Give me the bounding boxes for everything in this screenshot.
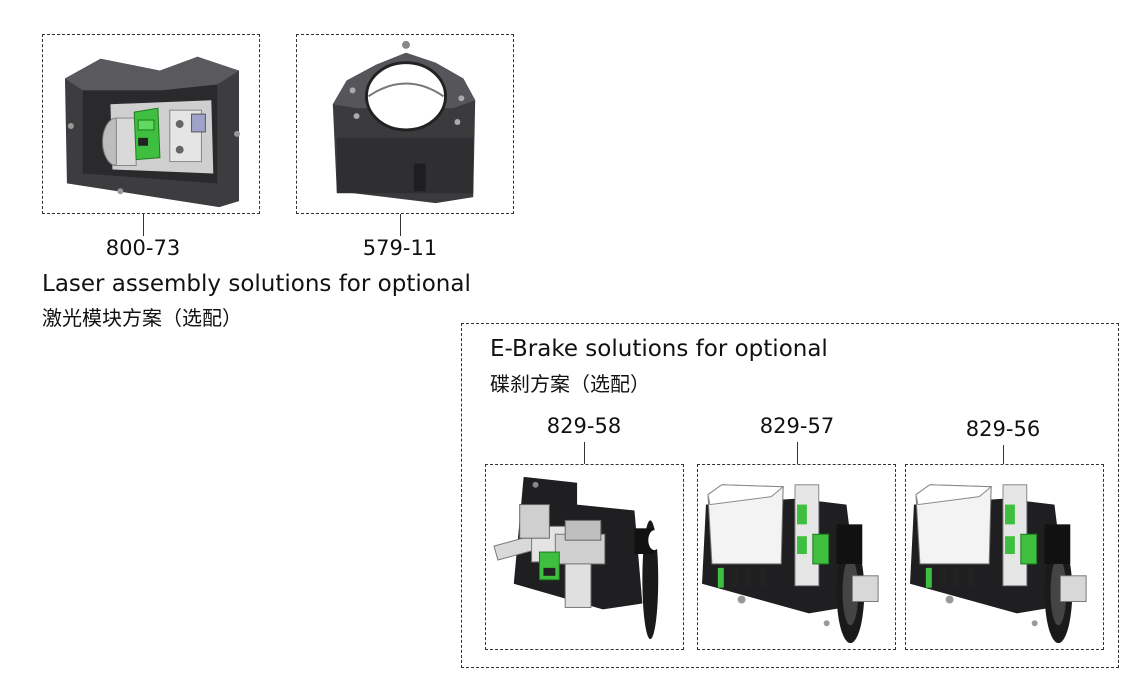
e-brake-assembly-icon xyxy=(910,484,1087,644)
laser-module-housing-icon xyxy=(64,56,240,208)
leader-line-829-58 xyxy=(584,442,585,464)
part-code-829-57: 829-57 xyxy=(759,414,835,438)
e-brake-item-829-58-frame xyxy=(485,464,684,650)
leader-line-829-56 xyxy=(1003,445,1004,464)
part-code-800-73: 800-73 xyxy=(105,236,181,260)
e-brake-assembly-icon xyxy=(702,484,879,644)
laser-title-en: Laser assembly solutions for optional xyxy=(42,271,471,297)
brake-title-zh: 碟刹方案（选配） xyxy=(490,372,650,396)
laser-item-800-73-frame xyxy=(42,34,260,214)
e-brake-item-829-56-frame xyxy=(905,464,1104,650)
e-brake-assembly-icon xyxy=(493,476,661,640)
laser-item-579-11-frame xyxy=(296,34,514,214)
laser-module-cover-icon xyxy=(332,40,476,204)
leader-line-800-73 xyxy=(143,214,144,236)
brake-title-en: E-Brake solutions for optional xyxy=(490,336,828,362)
e-brake-item-829-57-frame xyxy=(697,464,896,650)
part-code-829-56: 829-56 xyxy=(965,417,1041,441)
laser-title-zh: 激光模块方案（选配） xyxy=(42,306,242,330)
leader-line-829-57 xyxy=(797,442,798,464)
part-code-829-58: 829-58 xyxy=(546,414,622,438)
leader-line-579-11 xyxy=(400,214,401,236)
part-code-579-11: 579-11 xyxy=(362,236,438,260)
